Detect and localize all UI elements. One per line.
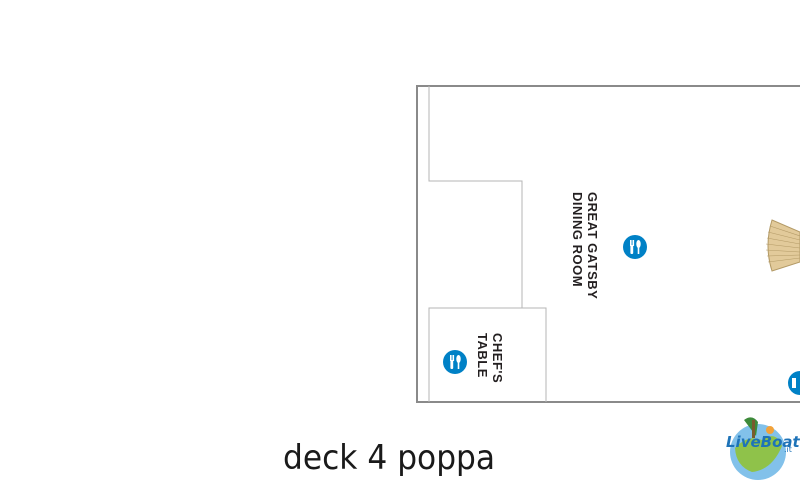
logo-suffix: .it bbox=[784, 445, 792, 454]
staircase bbox=[765, 219, 800, 272]
room-label-line: DINING ROOM bbox=[570, 192, 585, 288]
room-label-chefs-table: CHEF'S TABLE bbox=[475, 333, 505, 383]
partial-amenity-icon bbox=[788, 371, 800, 395]
deck-caption: deck 4 poppa bbox=[283, 438, 496, 478]
room-label-line: GREAT GATSBY bbox=[585, 192, 600, 300]
dining-cutlery-icon bbox=[443, 350, 467, 374]
interior-wall bbox=[428, 86, 523, 402]
logo-wordmark: LiveBoat bbox=[726, 433, 800, 451]
room-label-line: TABLE bbox=[475, 333, 490, 378]
room-label-great-gatsby: GREAT GATSBY DINING ROOM bbox=[570, 192, 600, 299]
deck-outline bbox=[416, 85, 800, 403]
room-label-line: CHEF'S bbox=[490, 333, 505, 384]
dining-cutlery-icon bbox=[623, 235, 647, 259]
chefs-table-wall bbox=[522, 307, 547, 402]
liveboat-logo-graphic bbox=[730, 417, 786, 480]
